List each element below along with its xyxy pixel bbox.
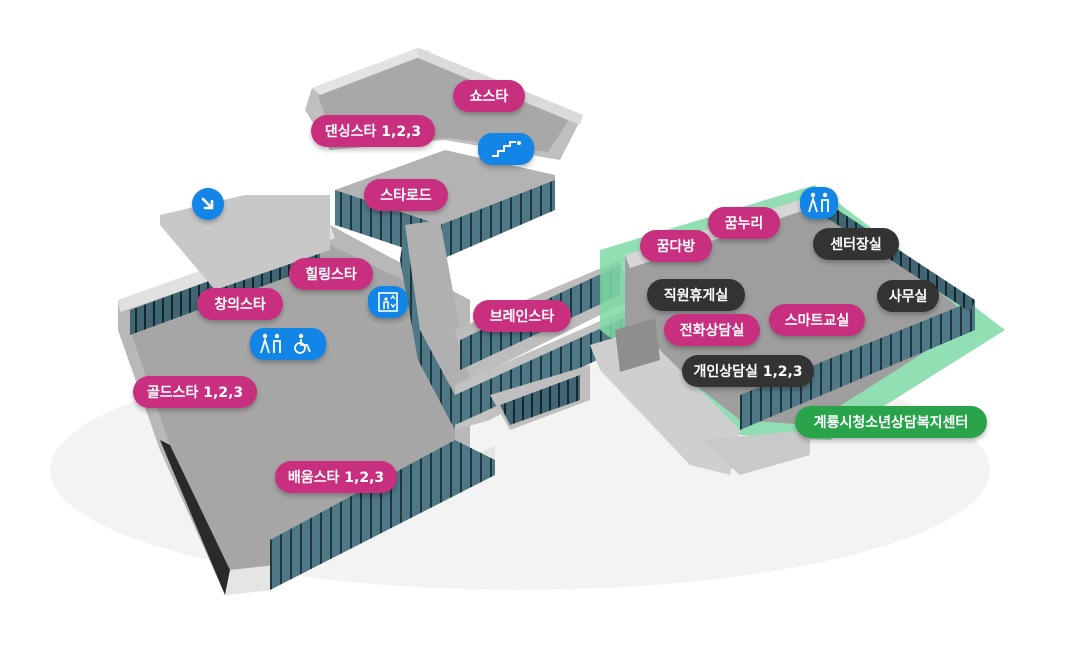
- restroom-icon: [808, 192, 829, 213]
- room-label-staff-lounge[interactable]: 직원휴게실: [647, 279, 745, 311]
- room-label-dream-room[interactable]: 꿈다방: [640, 230, 712, 262]
- entrance-pin[interactable]: [192, 188, 224, 220]
- restroom-accessible-icon: [260, 333, 311, 354]
- room-label-phone-counseling[interactable]: 전화상담실: [664, 314, 760, 346]
- room-label-show-star[interactable]: 쇼스타: [453, 80, 525, 112]
- room-label-star-road[interactable]: 스타로드: [364, 179, 448, 211]
- room-label-gold-star[interactable]: 골드스타 1,2,3: [133, 376, 257, 408]
- room-label-brain-star[interactable]: 브레인스타: [473, 300, 571, 332]
- room-label-office[interactable]: 사무실: [877, 280, 939, 312]
- room-label-personal-counseling[interactable]: 개인상담실 1,2,3: [682, 355, 814, 387]
- center-name-label[interactable]: 계룡시청소년상담복지센터: [795, 406, 987, 438]
- room-label-smart-classroom[interactable]: 스마트교실: [769, 304, 865, 336]
- restroom-accessible-pin[interactable]: [250, 328, 326, 360]
- room-label-learning-star[interactable]: 배움스타 1,2,3: [275, 461, 397, 493]
- stairs-pin[interactable]: [478, 133, 534, 165]
- room-label-healing-star[interactable]: 힐링스타: [289, 258, 373, 290]
- room-label-dream-world[interactable]: 꿈누리: [708, 207, 780, 239]
- elevator-pin[interactable]: [368, 286, 408, 318]
- stairs-icon: [492, 141, 521, 157]
- room-label-creative-star[interactable]: 창의스타: [197, 288, 283, 320]
- elevator-icon: [378, 292, 398, 312]
- room-label-director-office[interactable]: 센터장실: [813, 228, 899, 260]
- room-label-dancing-star[interactable]: 댄싱스타 1,2,3: [311, 115, 435, 147]
- restroom-pin[interactable]: [800, 187, 838, 219]
- entrance-arrow-icon: [201, 197, 214, 210]
